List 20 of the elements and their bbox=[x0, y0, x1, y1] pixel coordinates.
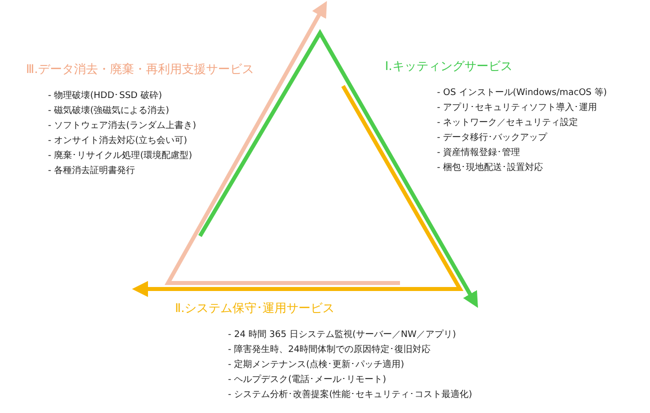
list-item: - 梱包･現地配送･設置対応 bbox=[437, 162, 544, 175]
list-item: - アプリ･セキュリティソフト導入･運用 bbox=[437, 101, 598, 115]
list-item: - 資産情報登録･管理 bbox=[437, 146, 522, 160]
list-item: - 各種消去証明書発行 bbox=[48, 164, 136, 178]
list-item: - ネットワーク／セキュリティ設定 bbox=[437, 116, 580, 130]
list-item: - 磁気破壊(強磁気による消去) bbox=[48, 104, 170, 118]
list-item: - ソフトウェア消去(ランダム上書き) bbox=[48, 120, 198, 133]
list-item: - データ移行･バックアップ bbox=[437, 131, 548, 145]
list-item: - システム分析･改善提案(性能･セキュリティ･コスト最適化) bbox=[228, 388, 472, 402]
list-item: - 定期メンテナンス(点検･更新･パッチ適用) bbox=[228, 358, 406, 372]
list-item: - オンサイト消去対応(立ち会い可) bbox=[48, 134, 188, 148]
section-heading: Ⅱ.システム保守･運用サービス bbox=[175, 300, 336, 317]
list-item: - 障害発生時、24時間体制での原因特定･復旧対応 bbox=[228, 344, 432, 357]
list-item: - ヘルプデスク(電話･メール･リモート) bbox=[228, 373, 388, 387]
list-item: - 廃棄･リサイクル処理(環境配慮型) bbox=[48, 150, 194, 163]
section-heading: Ⅲ.データ消去・廃棄・再利用支援サービス bbox=[26, 61, 254, 78]
list-item: - 24 時間 365 日システム監視(サーバー／NW／アプリ) bbox=[228, 328, 457, 342]
section-heading: Ⅰ.キッティングサービス bbox=[385, 58, 514, 75]
list-item: - 物理破壊(HDD･SSD 破砕) bbox=[48, 90, 163, 103]
list-item: - OS インストール(Windows/macOS 等) bbox=[437, 86, 607, 100]
